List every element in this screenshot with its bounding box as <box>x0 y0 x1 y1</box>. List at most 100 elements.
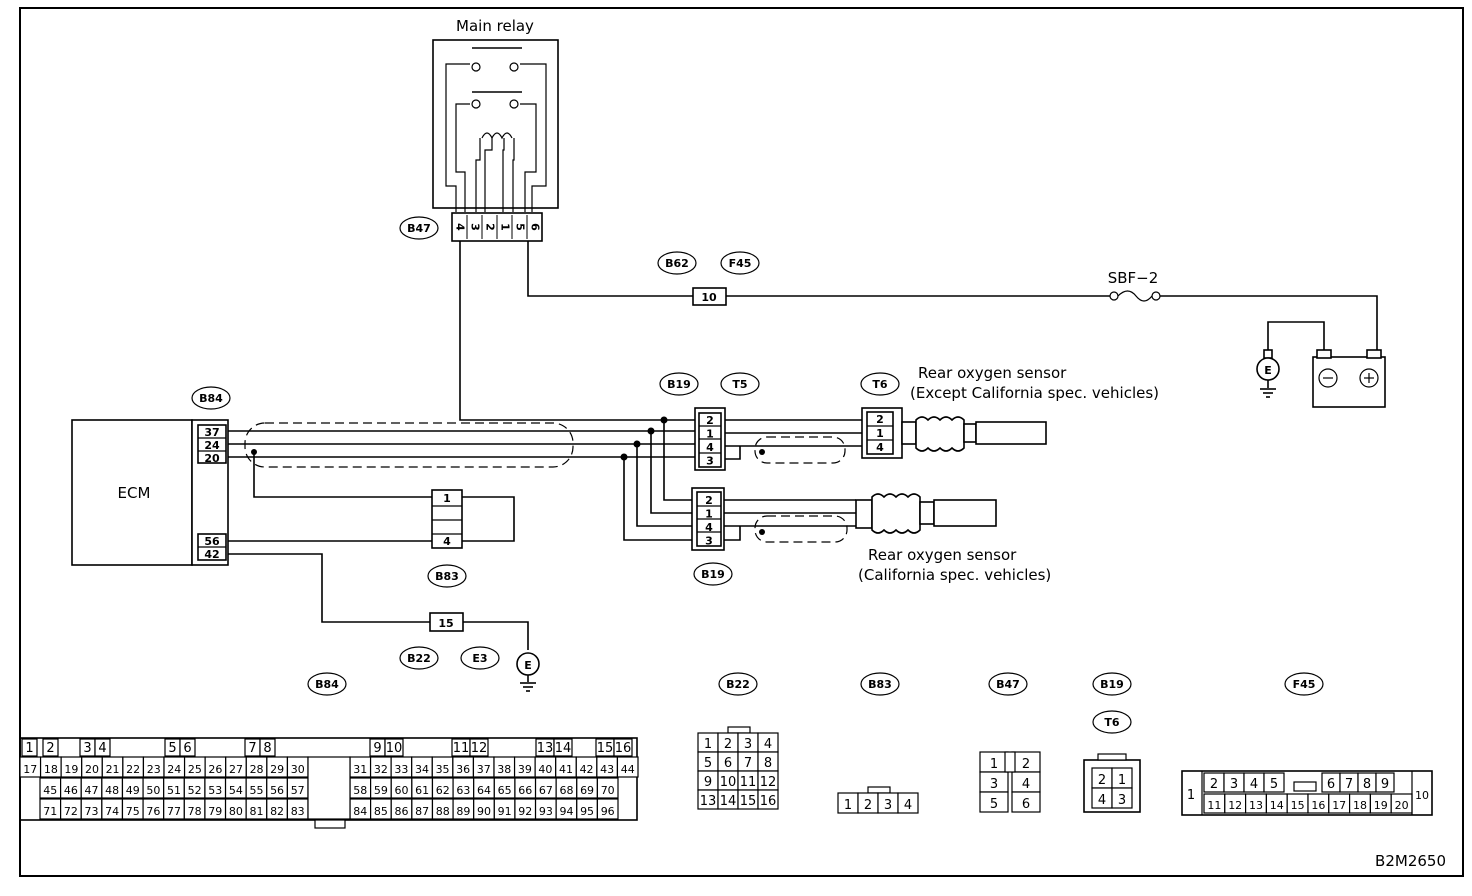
tag-b62: B62 <box>657 251 697 275</box>
pin-label: 46 <box>64 784 78 797</box>
pin-label: 4 <box>876 441 884 454</box>
pin-label: 14 <box>555 741 572 756</box>
svg-text:F45: F45 <box>729 257 752 270</box>
pin-label: 10 <box>720 775 737 790</box>
pin-label: 11 <box>740 775 757 790</box>
pin-label: 3 <box>1118 793 1126 808</box>
svg-text:B84: B84 <box>199 392 223 405</box>
rear-oxygen-sensor-except-california: Rear oxygen sensor (Except California sp… <box>901 364 1159 452</box>
pin-label: 42 <box>204 548 219 561</box>
pin-label: 14 <box>1270 799 1284 812</box>
pin-label: 69 <box>580 784 594 797</box>
pin-label: 1 <box>1187 788 1195 803</box>
pin-label: 6 <box>1327 777 1335 792</box>
pin-label: 82 <box>270 805 284 818</box>
fuse-sbf-2: SBF−2 <box>1108 269 1161 302</box>
pin-label: 15 <box>597 741 614 756</box>
tag-t6: T6 <box>860 372 900 396</box>
pin-label: 3 <box>83 741 91 756</box>
svg-text:SBF−2: SBF−2 <box>1108 269 1159 287</box>
rear-oxygen-sensor-california: Rear oxygen sensor (California spec. veh… <box>855 493 1051 584</box>
pin-label: 6 <box>724 756 732 771</box>
pin-label: 89 <box>456 805 470 818</box>
pin-label: 4 <box>904 798 912 813</box>
pin-label: 2 <box>484 223 497 231</box>
tag-e3: E3 <box>460 646 500 670</box>
pin-label: 34 <box>415 763 429 776</box>
pin-label: 1 <box>499 223 512 231</box>
pin-label: 25 <box>188 763 202 776</box>
pin-label: 19 <box>64 763 78 776</box>
pin-label: 36 <box>456 763 470 776</box>
pin-label: 4 <box>98 741 106 756</box>
svg-text:T6: T6 <box>1104 716 1120 729</box>
pin-label: 58 <box>353 784 367 797</box>
pin-label: 59 <box>374 784 388 797</box>
svg-text:1: 1 <box>443 492 451 505</box>
pin-label: 8 <box>1363 777 1371 792</box>
pin-label: 3 <box>990 777 998 792</box>
tag-b19-lower: B19 <box>693 562 733 586</box>
pin-label: 56 <box>204 535 220 548</box>
pin-label: 56 <box>270 784 284 797</box>
pin-label: 1 <box>1118 773 1126 788</box>
pin-label: 5 <box>704 756 712 771</box>
svg-text:B19: B19 <box>667 378 691 391</box>
pin-label: 10 <box>386 741 403 756</box>
svg-text:E: E <box>1264 364 1272 377</box>
pin-label: 66 <box>518 784 532 797</box>
pin-label: 2 <box>1022 757 1030 772</box>
pin-label: 93 <box>539 805 553 818</box>
pin-label: 84 <box>353 805 367 818</box>
pin-label: 37 <box>204 426 219 439</box>
tag-b84: B84 <box>191 386 231 410</box>
pin-label: 79 <box>208 805 222 818</box>
svg-text:4: 4 <box>443 535 451 548</box>
pin-label: 41 <box>559 763 573 776</box>
pin-label: 5 <box>514 223 527 231</box>
pin-label: 6 <box>529 223 542 231</box>
svg-text:(California spec. vehicles): (California spec. vehicles) <box>858 566 1051 584</box>
legend-tags: B84 B22 B83 B47 B19 T6 F45 <box>307 672 1324 734</box>
pin-label: 47 <box>85 784 99 797</box>
pin-label: 30 <box>291 763 305 776</box>
pin-label: 52 <box>188 784 202 797</box>
svg-text:10: 10 <box>701 291 717 304</box>
svg-text:T6: T6 <box>872 378 888 391</box>
pin-label: 11 <box>1207 799 1221 812</box>
pin-label: 62 <box>436 784 450 797</box>
pin-label: 18 <box>1353 799 1367 812</box>
connector-b83: 1 4 <box>431 489 463 549</box>
pin-label: 4 <box>454 223 467 231</box>
wire-relay-to-fuse <box>527 241 693 297</box>
pin-label: 14 <box>720 794 737 809</box>
pin-label: 49 <box>126 784 140 797</box>
svg-text:F45: F45 <box>1293 678 1316 691</box>
pin-label: 71 <box>43 805 57 818</box>
svg-text:B19: B19 <box>1100 678 1124 691</box>
pin-label: 24 <box>167 763 181 776</box>
pin-label: 19 <box>1374 799 1388 812</box>
pin-label: 29 <box>270 763 284 776</box>
pin-label: 64 <box>477 784 491 797</box>
pin-label: 3 <box>884 798 892 813</box>
pin-label: 1 <box>706 428 714 441</box>
tag-b47: B47 <box>399 216 439 240</box>
ground-battery: E <box>1256 349 1280 398</box>
pin-label: 81 <box>249 805 263 818</box>
pin-label: 2 <box>705 494 713 507</box>
svg-text:Rear oxygen sensor: Rear oxygen sensor <box>868 546 1017 564</box>
pin-label: 28 <box>250 763 264 776</box>
pin-label: 31 <box>353 763 367 776</box>
pin-label: 4 <box>1250 777 1258 792</box>
pin-label: 2 <box>876 413 884 426</box>
tag-f45: F45 <box>720 251 760 275</box>
tag-b19: B19 <box>659 372 699 396</box>
pin-label: 12 <box>1228 799 1242 812</box>
svg-text:T5: T5 <box>732 378 747 391</box>
pin-label: 87 <box>415 805 429 818</box>
